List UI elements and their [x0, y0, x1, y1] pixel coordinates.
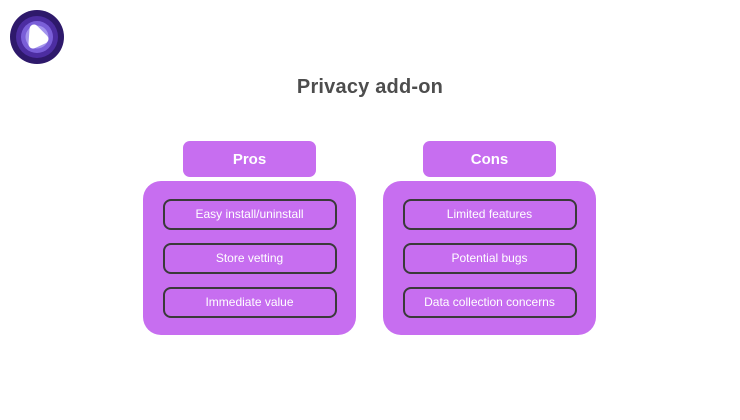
cons-header: Cons: [423, 141, 556, 177]
page-title: Privacy add-on: [296, 76, 444, 98]
cons-column: Cons Limited features Potential bugs Dat…: [383, 141, 596, 335]
brand-logo-icon: [10, 10, 64, 64]
pros-item: Immediate value: [162, 286, 337, 318]
pros-header: Pros: [183, 141, 316, 177]
pros-column: Pros Easy install/uninstall Store vettin…: [143, 141, 356, 335]
pros-panel: Easy install/uninstall Store vetting Imm…: [143, 181, 356, 335]
pros-cons-diagram: Pros Easy install/uninstall Store vettin…: [143, 141, 596, 335]
pros-item: Easy install/uninstall: [162, 198, 337, 230]
brand-logo: [10, 10, 64, 64]
cons-item: Data collection concerns: [402, 286, 577, 318]
cons-item: Limited features: [402, 198, 577, 230]
pros-item: Store vetting: [162, 242, 337, 274]
cons-item: Potential bugs: [402, 242, 577, 274]
cons-panel: Limited features Potential bugs Data col…: [383, 181, 596, 335]
